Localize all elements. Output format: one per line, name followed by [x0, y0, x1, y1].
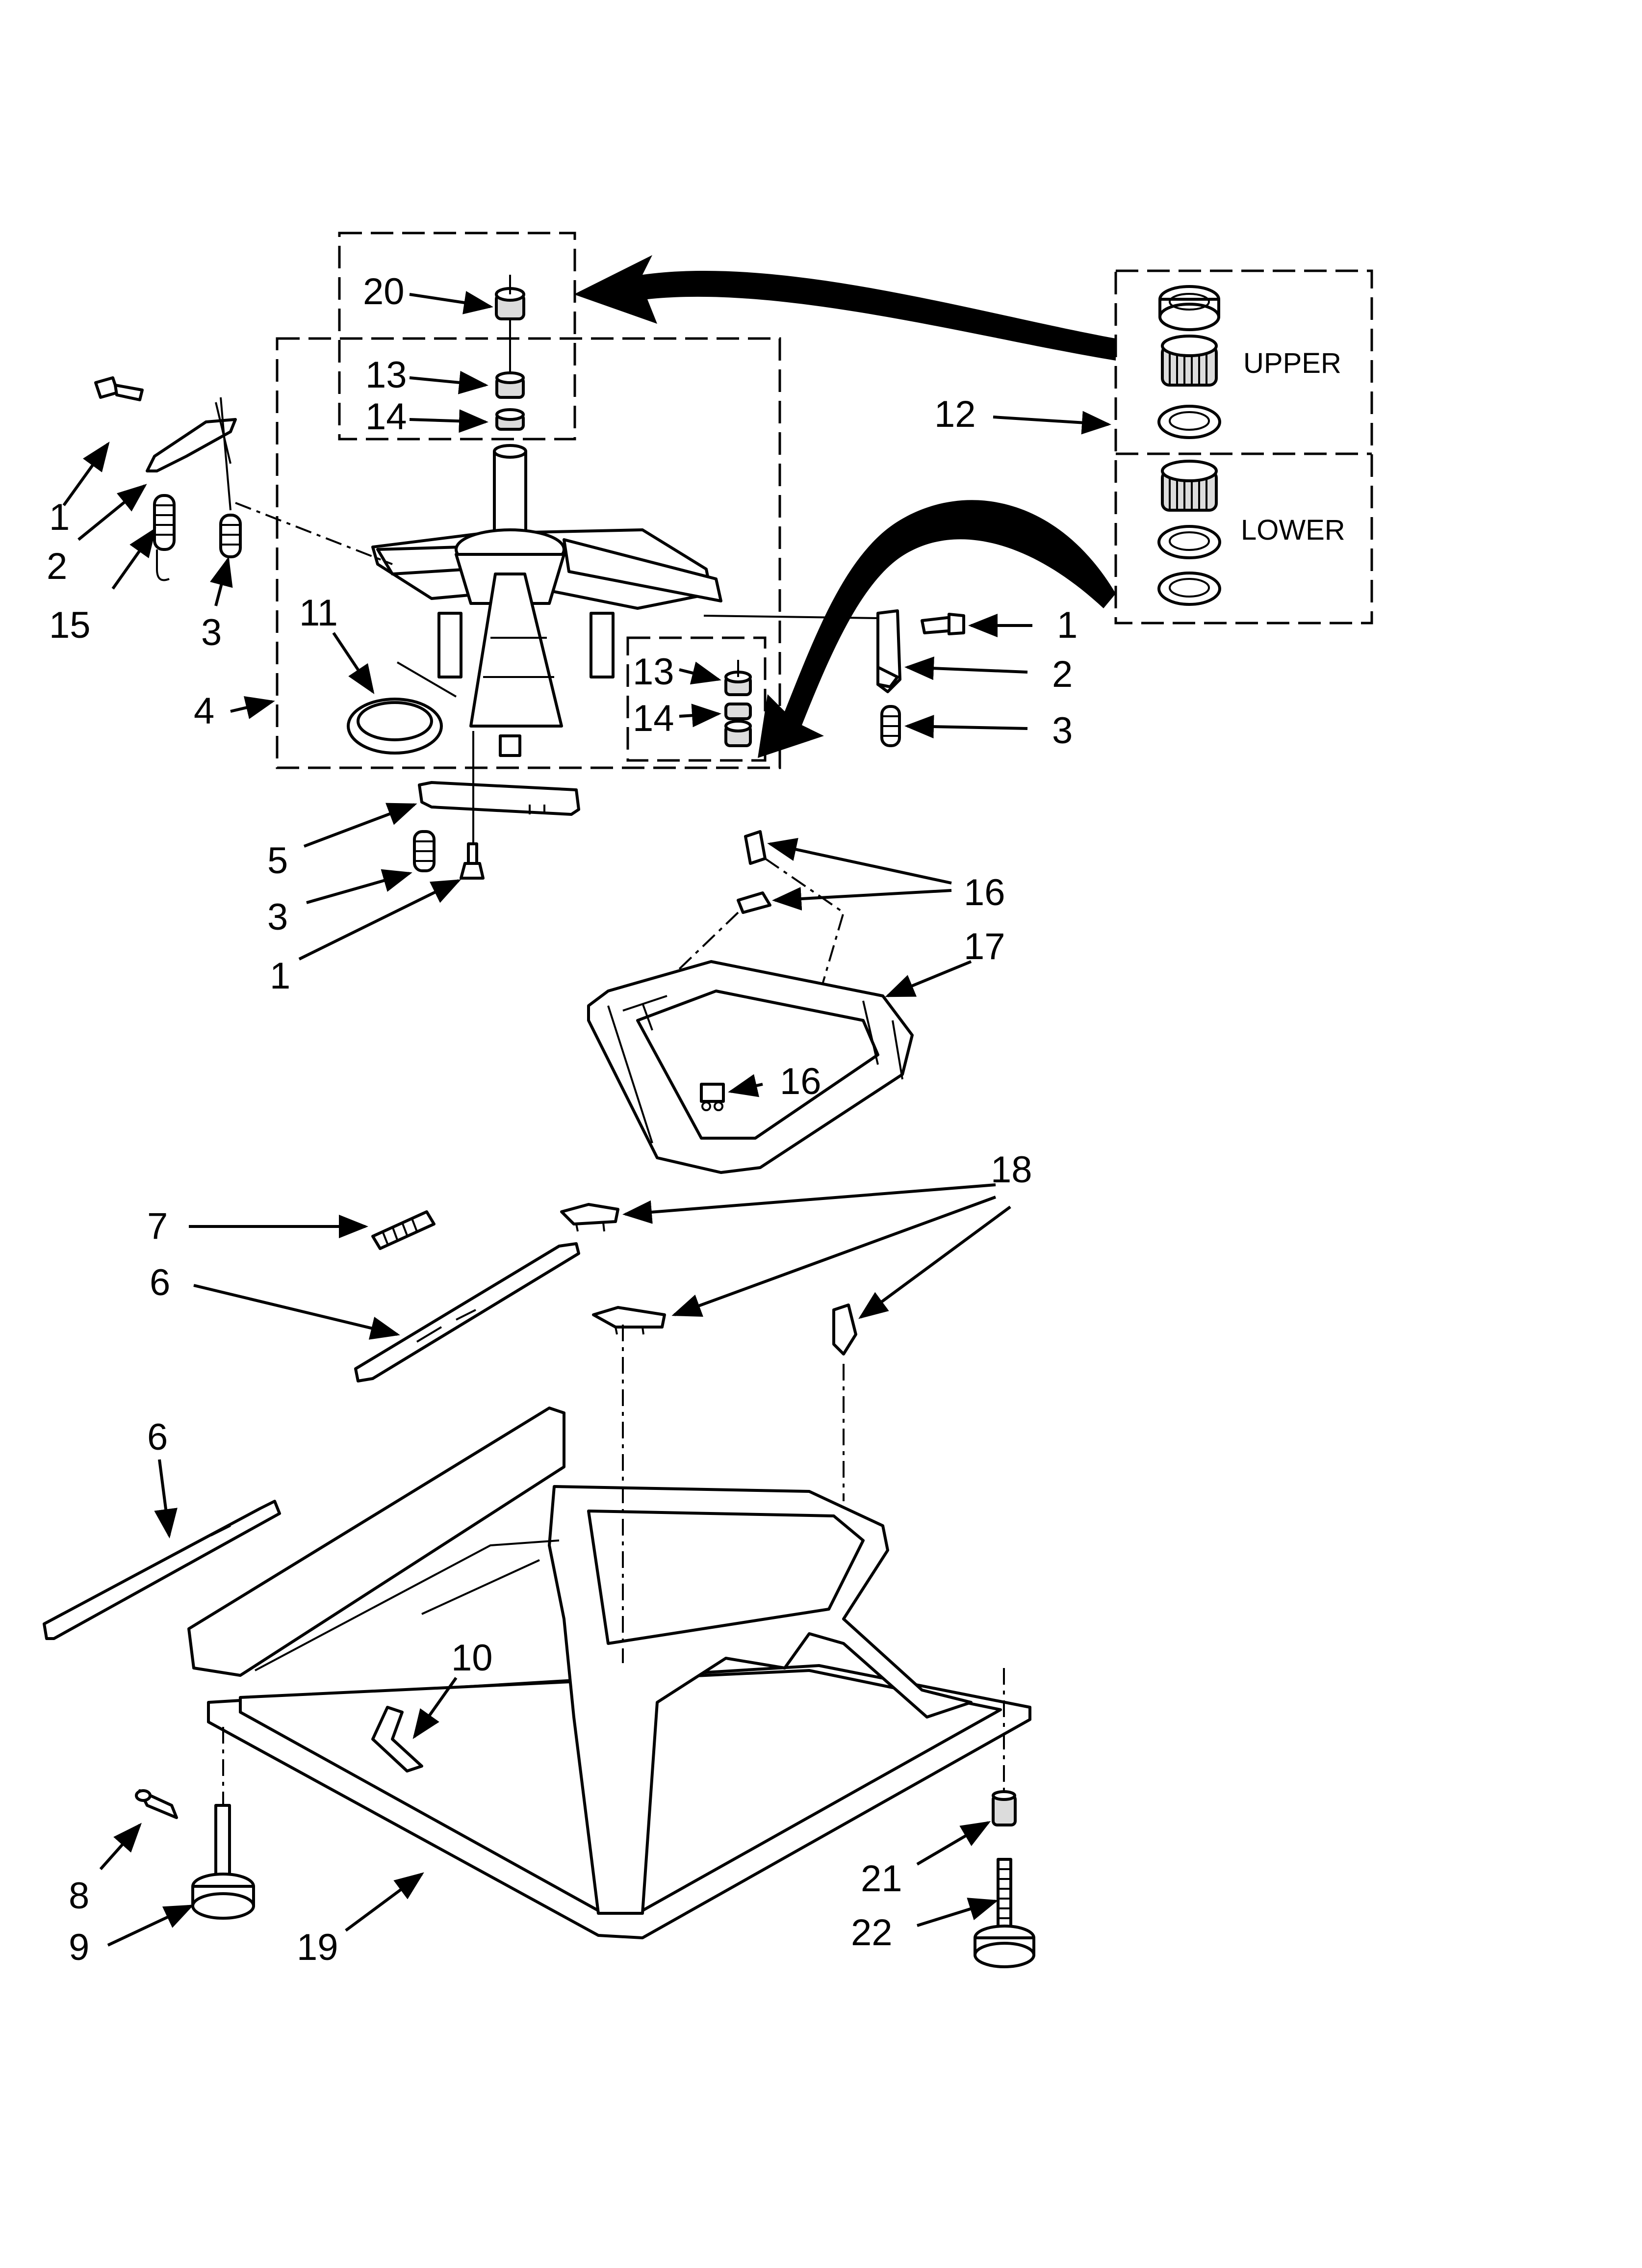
side-bearing-14-part	[724, 703, 752, 747]
lower-seal-icon	[1157, 525, 1221, 559]
pad-part-18-right	[832, 1303, 857, 1356]
upper-label: UPPER	[1243, 347, 1341, 379]
cap-part-8	[135, 1789, 178, 1819]
lower-bolt-part-1	[460, 842, 485, 880]
clip-part-16-mid	[737, 891, 771, 914]
upper-washer-icon	[1157, 405, 1221, 439]
lower-label: LOWER	[1241, 514, 1345, 546]
callout-20: 20	[363, 271, 405, 313]
right-spring-part-3	[880, 705, 901, 747]
side-bearing-box	[626, 636, 767, 762]
callout-1-left: 1	[49, 496, 70, 538]
callout-12: 12	[934, 393, 976, 435]
callout-22: 22	[851, 1912, 893, 1954]
bar-part-5	[418, 781, 580, 816]
callout-3-left: 3	[201, 612, 222, 653]
callout-5: 5	[267, 840, 288, 882]
left-spring-part-3	[219, 514, 242, 558]
callout-4: 4	[194, 690, 214, 732]
left-bolt-part-1	[94, 376, 144, 401]
lower-kit-arrow	[758, 500, 1116, 758]
suspension-legs	[437, 573, 615, 728]
rail-part-6-lower	[43, 1500, 281, 1640]
callout-13-top: 13	[365, 354, 407, 396]
callout-10: 10	[451, 1637, 493, 1679]
pad-part-18-mid	[592, 1306, 666, 1335]
callout-16-top: 16	[964, 872, 1005, 913]
callout-21: 21	[861, 1858, 902, 1900]
right-bracket-part-2	[876, 609, 901, 693]
callout-2-right: 2	[1052, 653, 1073, 695]
ring-part-11	[347, 698, 443, 755]
lower-washer-icon	[1157, 572, 1221, 606]
suspension-foot	[499, 734, 521, 757]
lower-bearing-icon	[1161, 460, 1218, 512]
callout-14-top: 14	[365, 396, 407, 438]
callout-6-upper: 6	[150, 1262, 170, 1303]
base-frame-part-19	[187, 1407, 1031, 1939]
callout-16-bottom: 16	[780, 1061, 821, 1102]
upper-seal-icon	[1158, 285, 1220, 331]
callout-2-left: 2	[47, 546, 67, 587]
leveling-leg-part-22	[974, 1858, 1035, 1968]
callout-3-right: 3	[1052, 710, 1073, 752]
spring-part-7	[371, 1210, 436, 1250]
top-bearing-13-part	[495, 371, 525, 399]
top-washer-14-part	[495, 408, 525, 431]
bearing-kit-box	[1114, 269, 1373, 625]
upper-kit-arrow	[574, 255, 1116, 361]
callout-1-right: 1	[1057, 604, 1078, 646]
suspension-spider	[371, 528, 722, 610]
callout-7: 7	[147, 1205, 168, 1247]
callout-13-side: 13	[633, 651, 674, 693]
clip-part-16-top	[744, 830, 767, 865]
callout-3-lower: 3	[267, 896, 288, 938]
callout-8: 8	[69, 1875, 89, 1917]
callout-11: 11	[299, 592, 338, 634]
callout-15: 15	[49, 604, 91, 646]
clip-part-16-bottom	[700, 1083, 725, 1111]
sleeve-part-21	[992, 1790, 1017, 1826]
left-spring-part-15	[153, 494, 176, 581]
lower-spring-part-3	[413, 830, 436, 872]
leveling-leg-part-9	[191, 1804, 255, 1920]
callout-6-lower: 6	[147, 1416, 168, 1458]
callout-19: 19	[297, 1927, 338, 1968]
rail-part-6-upper	[354, 1242, 580, 1382]
callout-17: 17	[964, 926, 1005, 967]
callout-9: 9	[69, 1927, 89, 1968]
suspension-assembly-box	[276, 337, 781, 769]
callout-18: 18	[991, 1149, 1032, 1191]
upper-bearing-icon	[1161, 335, 1218, 387]
pad-part-18-top	[560, 1203, 619, 1232]
right-bolt-part-1	[921, 613, 965, 635]
callout-1-lower: 1	[270, 955, 290, 997]
callout-14-side: 14	[633, 698, 674, 739]
frame-part-17	[587, 960, 914, 1174]
hook-part-10	[371, 1706, 423, 1773]
